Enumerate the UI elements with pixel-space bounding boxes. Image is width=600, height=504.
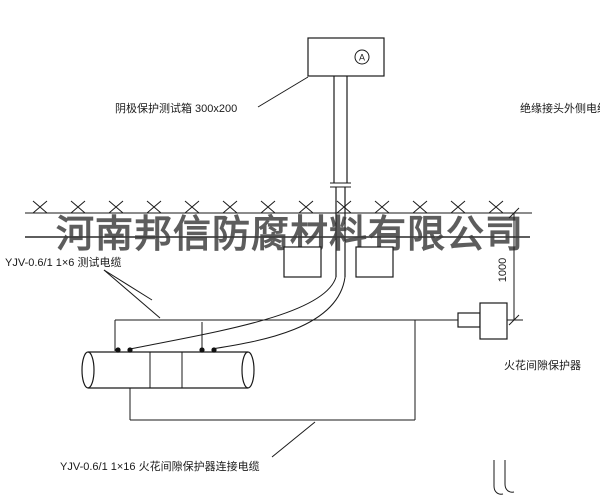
protector-cable-label: YJV-0.6/1 1×16 火花间隙保护器连接电缆	[60, 459, 260, 473]
dimension-1000: 1000	[497, 207, 520, 326]
ground-hatch-x	[374, 200, 390, 214]
ground-hatch-x	[412, 200, 428, 214]
ground-hatch-x	[70, 200, 86, 214]
ground-hatch-marks	[32, 200, 504, 214]
ground-hatch-x	[336, 200, 352, 214]
test-cable-label: YJV-0.6/1 1×6 测试电缆	[5, 256, 121, 269]
protector-wiring	[114, 319, 523, 421]
ground-hatch-x	[222, 200, 238, 214]
ground-hatch-x	[298, 200, 314, 214]
concrete-blocks	[283, 246, 394, 278]
ground-hatch-x	[450, 200, 466, 214]
insulated-joint-cable-label: 绝缘接头外侧电缆	[520, 101, 600, 115]
ground-hatch-x	[488, 200, 504, 214]
ground-hatch-x	[260, 200, 276, 214]
spark-gap-protector-label: 火花间隙保护器	[504, 358, 581, 372]
pipeline	[81, 351, 255, 389]
protector-cable-leader	[271, 421, 316, 458]
test-box: A	[307, 37, 385, 77]
dimension-1000-text: 1000	[497, 258, 509, 282]
pipe-terminals	[115, 347, 217, 353]
ammeter-symbol	[354, 49, 370, 65]
ground-hatch-x	[32, 200, 48, 214]
riser-break-symbol	[493, 460, 515, 495]
test-cables	[129, 276, 346, 350]
watermark: 河南邦信防腐材料有限公司	[25, 214, 530, 256]
ground-hatch-x	[184, 200, 200, 214]
spark-gap-protector	[457, 302, 508, 340]
insulated-joint-hatch	[149, 351, 183, 389]
ammeter-letter: A	[359, 53, 365, 63]
ground-hatch-x	[108, 200, 124, 214]
test-box-leader	[257, 76, 309, 108]
test-cable-leaders	[103, 269, 161, 319]
test-box-label: 阴极保护测试箱 300x200	[115, 101, 237, 115]
test-post	[330, 76, 351, 277]
ground-hatch-x	[146, 200, 162, 214]
